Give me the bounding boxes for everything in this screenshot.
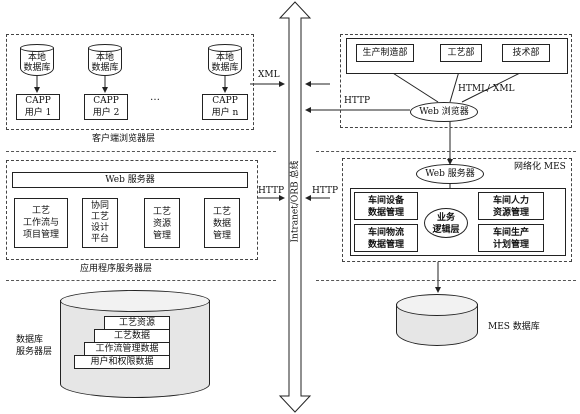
module-data: 工艺 数据 管理 <box>204 198 240 248</box>
capp-user-2: CAPP 用户 2 <box>84 94 128 120</box>
local-db-label: 本地 数据库 <box>91 53 119 73</box>
mes-business-logic: 业务 逻辑层 <box>424 208 468 238</box>
bus-arrow <box>278 1 312 413</box>
mes-web-server: Web 服务器 <box>416 164 484 184</box>
http-browser-label: HTTP <box>344 96 371 106</box>
dept-tech: 技术部 <box>502 44 550 62</box>
client-layer-box <box>6 34 254 130</box>
stack-process-data: 工艺数据 <box>94 329 170 343</box>
module-workflow: 工艺 工作流与 项目管理 <box>14 198 68 248</box>
separator <box>316 280 576 281</box>
stack-user-permission: 用户和权限数据 <box>74 355 170 369</box>
db-layer-title: 数据库 服务器层 <box>16 335 53 357</box>
http-label-left: HTTP <box>258 186 285 196</box>
local-db-label: 本地 数据库 <box>211 53 239 73</box>
mes-hr-management: 车间人力 资源管理 <box>478 192 544 220</box>
html-xml-label: HTML/ XML <box>458 84 515 94</box>
mes-db-label: MES 数据库 <box>488 322 540 332</box>
mes-logistics-data: 车间物流 数据管理 <box>354 224 418 252</box>
local-db-2: 本地 数据库 <box>88 44 122 76</box>
local-db-label: 本地 数据库 <box>23 53 51 73</box>
web-browser: Web 浏览器 <box>410 102 478 122</box>
dept-production: 生产制造部 <box>356 44 414 62</box>
module-resource: 工艺 资源 管理 <box>144 198 180 248</box>
bus-label: Intranet/ORB 总线 <box>290 160 301 243</box>
ellipsis: … <box>150 92 160 103</box>
module-collab-design: 协同 工艺 设计 平台 <box>82 198 118 248</box>
stack-workflow-data: 工作流管理数据 <box>84 342 170 356</box>
separator <box>316 151 576 152</box>
app-layer-title: 应用程序服务器层 <box>80 264 153 274</box>
mes-title: 网络化 MES <box>514 162 566 172</box>
browser-area-box <box>340 34 572 128</box>
stack-resource: 工艺资源 <box>104 316 170 330</box>
local-db-1: 本地 数据库 <box>20 44 54 76</box>
app-layer-box <box>6 160 258 260</box>
capp-user-n: CAPP 用户 n <box>202 94 248 120</box>
separator <box>6 280 276 281</box>
mes-equipment-data: 车间设备 数据管理 <box>354 192 418 220</box>
mes-production-plan: 车间生产 计划管理 <box>478 224 544 252</box>
local-db-n: 本地 数据库 <box>208 44 242 76</box>
xml-label: XML <box>258 70 280 80</box>
mes-box <box>342 158 572 262</box>
dept-process: 工艺部 <box>440 44 482 62</box>
web-server-app: Web 服务器 <box>12 172 248 188</box>
http-label-right: HTTP <box>312 186 339 196</box>
mes-db-cylinder <box>396 294 478 346</box>
capp-user-1: CAPP 用户 1 <box>16 94 60 120</box>
separator <box>6 151 276 152</box>
client-layer-title: 客户端浏览器层 <box>92 134 156 144</box>
